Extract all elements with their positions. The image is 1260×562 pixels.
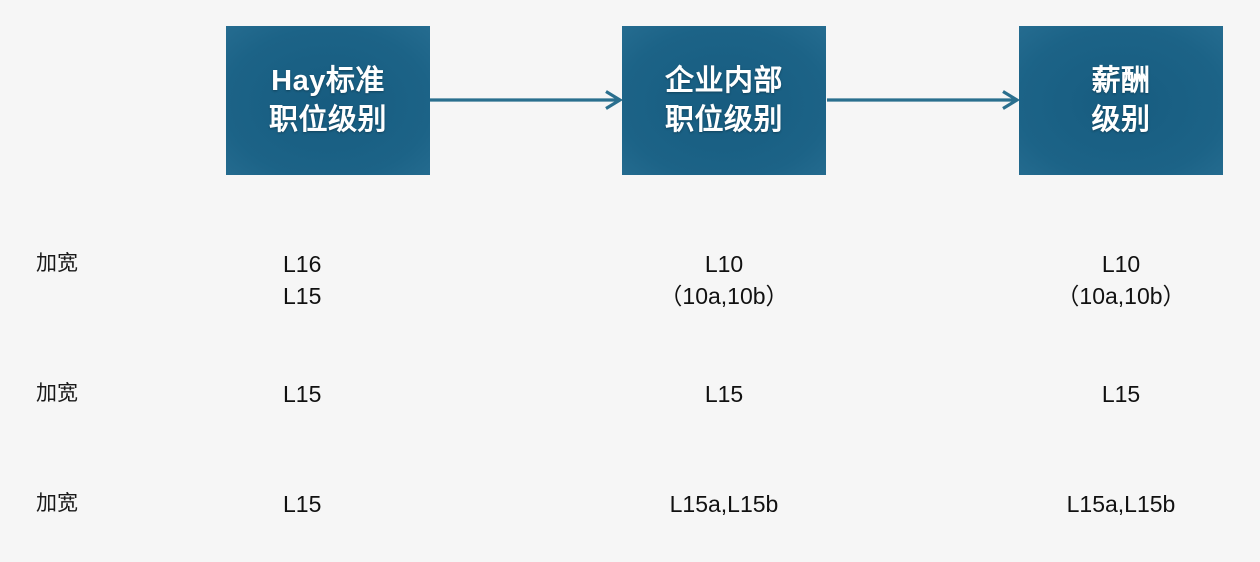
cell-line-1: L15 — [704, 381, 744, 407]
row-label: 加宽 — [36, 382, 78, 405]
cell-line-1: L10 — [704, 251, 744, 277]
cell-internal-position-grade: L10 （10a,10b） — [624, 248, 824, 312]
flow-box-internal-position-grade[interactable]: 企业内部 职位级别 — [622, 26, 826, 175]
cell-hay-standard-grade: L15 — [283, 378, 321, 410]
row-label: 加宽 — [36, 492, 78, 515]
row-label: 加宽 — [36, 252, 78, 275]
flow-box-salary-grade[interactable]: 薪酬 级别 — [1019, 26, 1223, 175]
cell-line-1: L15 — [283, 381, 322, 407]
cell-line-2: L15 — [283, 283, 322, 309]
cell-line-2: （10a,10b） — [659, 283, 789, 309]
table-row: 加宽 L16 L15 L10 （10a,10b） L10 （10a,10b） — [0, 248, 1260, 318]
cell-line-1: L10 — [1101, 251, 1141, 277]
cell-internal-position-grade: L15a,L15b — [624, 488, 824, 520]
flow-box-line-2: 级别 — [1091, 103, 1151, 136]
cell-salary-grade: L15a,L15b — [1021, 488, 1221, 520]
cell-hay-standard-grade: L15 — [283, 488, 321, 520]
cell-salary-grade: L10 （10a,10b） — [1021, 248, 1221, 312]
flow-box-line-2: 职位级别 — [664, 103, 783, 136]
flow-box-line-2: 职位级别 — [268, 103, 387, 136]
arrow-right-icon — [430, 90, 622, 110]
cell-line-1: L15 — [1101, 381, 1141, 407]
flow-box-line-1: Hay标准 — [271, 64, 385, 97]
cell-line-2: （10a,10b） — [1056, 283, 1186, 309]
table-row: 加宽 L15 L15a,L15b L15a,L15b — [0, 488, 1260, 558]
cell-salary-grade: L15 — [1021, 378, 1221, 410]
cell-hay-standard-grade: L16 L15 — [283, 248, 321, 312]
arrow-right-icon — [827, 90, 1019, 110]
cell-line-1: L15a,L15b — [669, 491, 779, 517]
flow-box-line-1: 薪酬 — [1091, 64, 1151, 97]
cell-line-1: L16 — [283, 251, 322, 277]
flow-box-line-1: 企业内部 — [664, 64, 783, 97]
cell-line-1: L15 — [283, 491, 322, 517]
cell-internal-position-grade: L15 — [624, 378, 824, 410]
table-row: 加宽 L15 L15 L15 — [0, 378, 1260, 448]
flow-box-hay-standard-grade[interactable]: Hay标准 职位级别 — [226, 26, 430, 175]
cell-line-1: L15a,L15b — [1066, 491, 1176, 517]
